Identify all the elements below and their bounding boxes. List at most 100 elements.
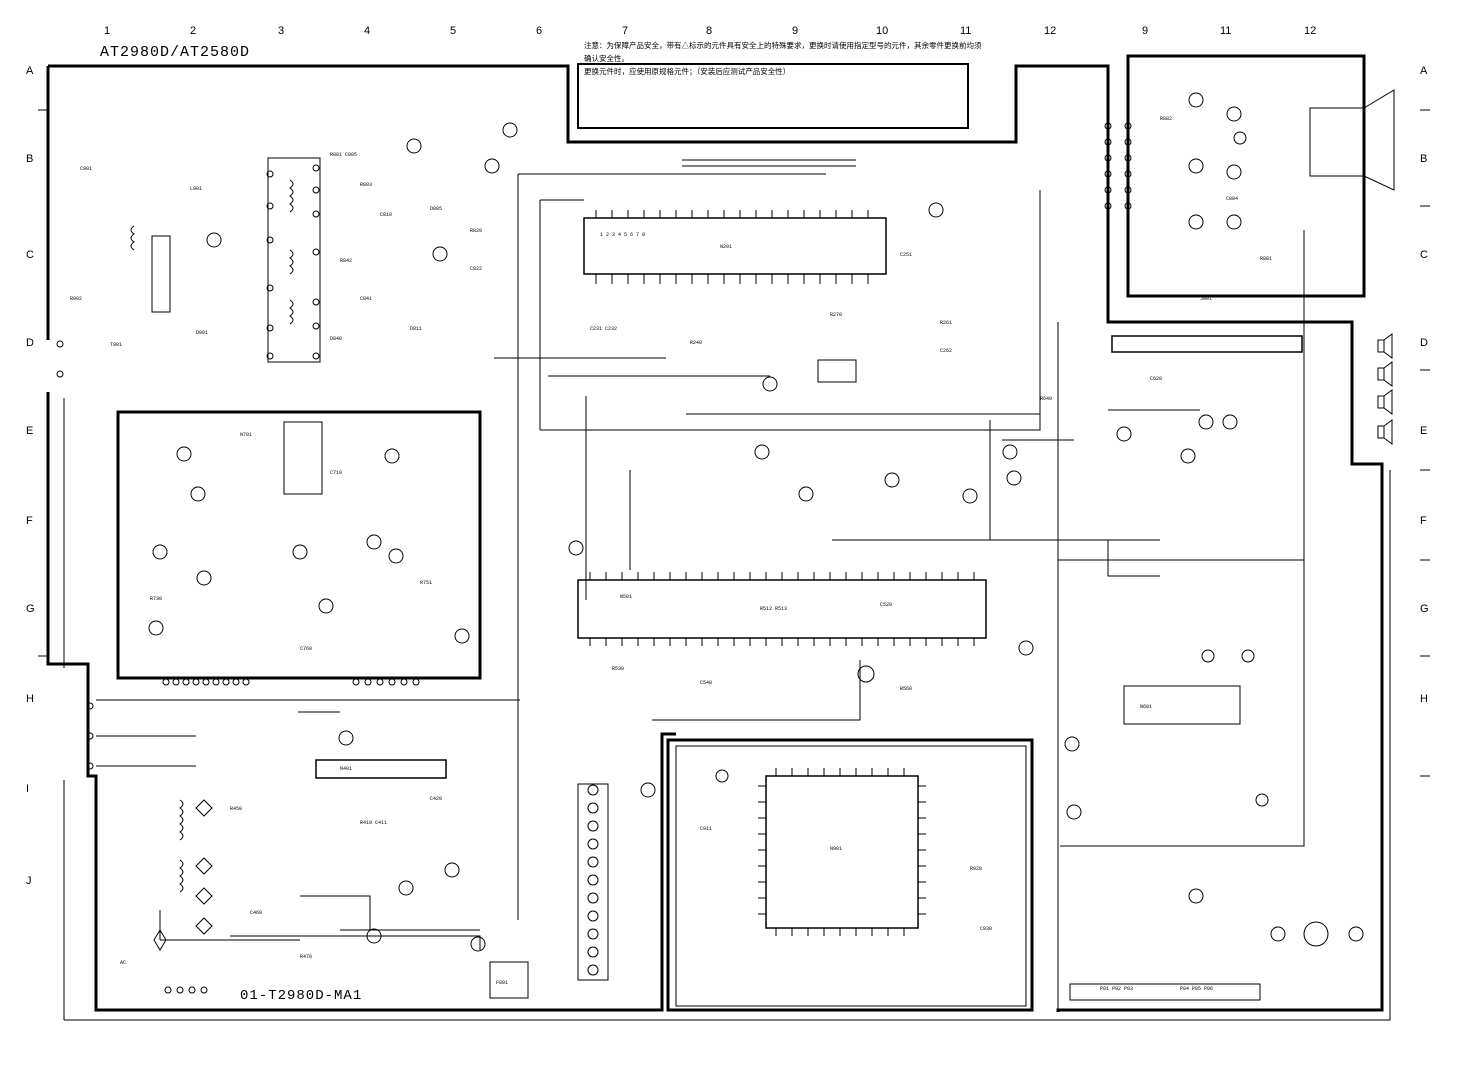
- svg-text:C231 C232: C231 C232: [590, 326, 617, 332]
- small-ic-3: [1123, 685, 1241, 725]
- sub-board-outline: [116, 410, 482, 680]
- safety-notice: 注意：为保障产品安全，带有△标示的元件具有安全上的特殊要求，更换时请使用指定型号…: [584, 39, 984, 78]
- svg-text:R751: R751: [420, 580, 432, 586]
- grid-row-f-right: F: [1420, 515, 1427, 527]
- safety-notice-box: [577, 63, 969, 129]
- main-board-outline: [48, 64, 1384, 1012]
- transformer-coil-pins: [266, 164, 320, 360]
- main-ic-pins: [589, 572, 975, 646]
- safety-notice-line-2: 更换元件时，应使用原规格元件；（安装后应测试产品安全性）: [584, 67, 791, 76]
- svg-text:C251: C251: [900, 252, 912, 258]
- svg-text:R270: R270: [830, 312, 842, 318]
- sub-board-connector-pins: [162, 678, 420, 686]
- svg-text:R882: R882: [1160, 116, 1172, 122]
- grid-row-a-right: A: [1420, 65, 1428, 77]
- grid-col-5: 5: [450, 25, 457, 37]
- svg-text:D901: D901: [196, 330, 208, 336]
- crt-connector-pins: [1104, 122, 1132, 210]
- svg-text:R470: R470: [300, 954, 312, 960]
- svg-text:C620: C620: [1150, 376, 1162, 382]
- svg-text:R902: R902: [70, 296, 82, 302]
- speaker-icons: [1377, 333, 1393, 445]
- svg-text:R803: R803: [360, 182, 372, 188]
- svg-text:F801: F801: [496, 980, 508, 986]
- svg-text:N201: N201: [720, 244, 732, 250]
- svg-text:C540: C540: [700, 680, 712, 686]
- safety-notice-line-1: 注意：为保障产品安全，带有△标示的元件具有安全上的特殊要求，更换时请使用指定型号…: [584, 41, 982, 63]
- svg-text:R240: R240: [690, 340, 702, 346]
- vertical-ic: [315, 759, 447, 779]
- crt-neck-icon: [1309, 89, 1395, 191]
- grid-col-3: 3: [278, 25, 285, 37]
- grid-col-6: 6: [536, 25, 543, 37]
- grid-row-d: D: [26, 337, 34, 349]
- grid-row-e: E: [26, 425, 34, 437]
- jungle-ic: [583, 217, 887, 275]
- grid-row-d-right: D: [1420, 337, 1428, 349]
- audio-amp-ic: [1111, 335, 1303, 353]
- svg-text:C841: C841: [360, 296, 372, 302]
- svg-text:R881: R881: [1260, 256, 1272, 262]
- svg-text:C930: C930: [980, 926, 992, 932]
- grid-row-e-right: E: [1420, 425, 1428, 437]
- grid-col-12: 12: [1044, 25, 1057, 37]
- grid-col-10: 10: [876, 25, 889, 37]
- grid-col-1: 1: [104, 25, 111, 37]
- svg-text:R410 C411: R410 C411: [360, 820, 387, 826]
- svg-text:R920: R920: [970, 866, 982, 872]
- svg-text:R512 R513: R512 R513: [760, 606, 787, 612]
- svg-text:R261: R261: [940, 320, 952, 326]
- grid-col-9: 9: [792, 25, 799, 37]
- svg-text:C911: C911: [700, 826, 712, 832]
- svg-text:C884: C884: [1226, 196, 1238, 202]
- svg-text:P01 P02 P03: P01 P02 P03: [1100, 986, 1133, 992]
- svg-text:R801 C805: R801 C805: [330, 152, 357, 158]
- grid-row-g-right: G: [1420, 603, 1429, 615]
- svg-text:N901: N901: [830, 846, 842, 852]
- svg-text:D811: D811: [410, 326, 422, 332]
- transformer-block: [267, 157, 321, 363]
- svg-text:R450: R450: [230, 806, 242, 812]
- svg-text:C822: C822: [470, 266, 482, 272]
- grid-row-j: J: [26, 875, 32, 887]
- fuse-block: [489, 961, 529, 999]
- svg-text:C520: C520: [880, 602, 892, 608]
- svg-text:P04 P05 P06: P04 P05 P06: [1180, 986, 1213, 992]
- grid-row-f: F: [26, 515, 33, 527]
- ground-return-line: [64, 470, 1391, 1021]
- jungle-ic-pins: [595, 210, 869, 284]
- qfp-pins: [758, 768, 926, 936]
- svg-text:C810: C810: [380, 212, 392, 218]
- svg-text:N501: N501: [620, 594, 632, 600]
- svg-text:N601: N601: [1140, 704, 1152, 710]
- grid-row-b: B: [26, 153, 34, 165]
- svg-text:C262: C262: [940, 348, 952, 354]
- grid-col-7: 7: [622, 25, 629, 37]
- svg-text:R560: R560: [900, 686, 912, 692]
- grid-col-8: 8: [706, 25, 713, 37]
- svg-text:N701: N701: [240, 432, 252, 438]
- svg-text:C901: C901: [80, 166, 92, 172]
- grid-col-4: 4: [364, 25, 371, 37]
- qfp-processor-ic: [765, 775, 919, 929]
- grid-row-b-right: B: [1420, 153, 1428, 165]
- grid-col-11b: 11: [1220, 25, 1232, 37]
- grid-row-c-right: C: [1420, 249, 1428, 261]
- svg-text:R640: R640: [1040, 396, 1052, 402]
- svg-text:C710: C710: [330, 470, 342, 476]
- grid-row-c: C: [26, 249, 34, 261]
- svg-text:L901: L901: [190, 186, 202, 192]
- svg-text:R730: R730: [150, 596, 162, 602]
- grid-row-i: I: [26, 783, 30, 795]
- svg-text:C760: C760: [300, 646, 312, 652]
- digital-board-outline: [666, 738, 1034, 1012]
- bottom-connector: [1069, 983, 1261, 1001]
- grid-col-9b: 9: [1142, 25, 1149, 37]
- svg-text:D805: D805: [430, 206, 442, 212]
- svg-text:R820: R820: [470, 228, 482, 234]
- svg-text:J801: J801: [1200, 296, 1212, 302]
- svg-text:C460: C460: [250, 910, 262, 916]
- grid-row-h: H: [26, 693, 34, 705]
